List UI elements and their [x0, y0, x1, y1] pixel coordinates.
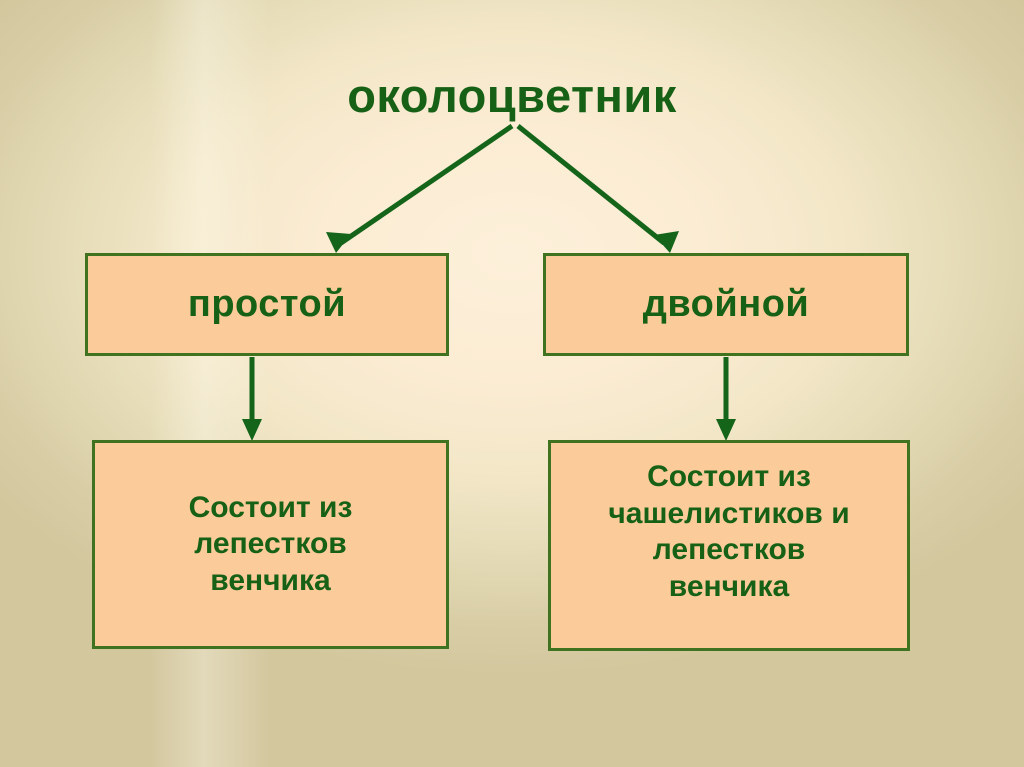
node-double-description-text: Состоит из чашелистиков и лепестков венч…	[608, 459, 849, 605]
page-title: околоцветник	[347, 69, 677, 122]
desc-line: Состоит из	[647, 460, 811, 493]
desc-line: чашелистиков и	[608, 496, 850, 530]
desc-line: венчика	[210, 563, 331, 597]
arrow-root-to-double	[516, 124, 679, 253]
desc-line: лепестков	[194, 527, 347, 561]
arrow-root-to-simple	[326, 123, 514, 253]
desc-line: лепестков	[652, 533, 806, 567]
node-double-perianth[interactable]: двойной	[543, 253, 909, 356]
arrow-simple-to-description	[242, 357, 262, 441]
node-double-description[interactable]: Состоит из чашелистиков и лепестков венч…	[548, 440, 910, 651]
desc-line: Состоит из	[188, 490, 353, 524]
node-simple-perianth[interactable]: простой	[85, 253, 449, 356]
node-simple-description-text: Состоит из лепестков венчика	[189, 490, 353, 600]
desc-line: венчика	[668, 569, 790, 603]
arrow-double-to-description	[716, 357, 736, 441]
node-simple-description[interactable]: Состоит из лепестков венчика	[92, 440, 449, 649]
